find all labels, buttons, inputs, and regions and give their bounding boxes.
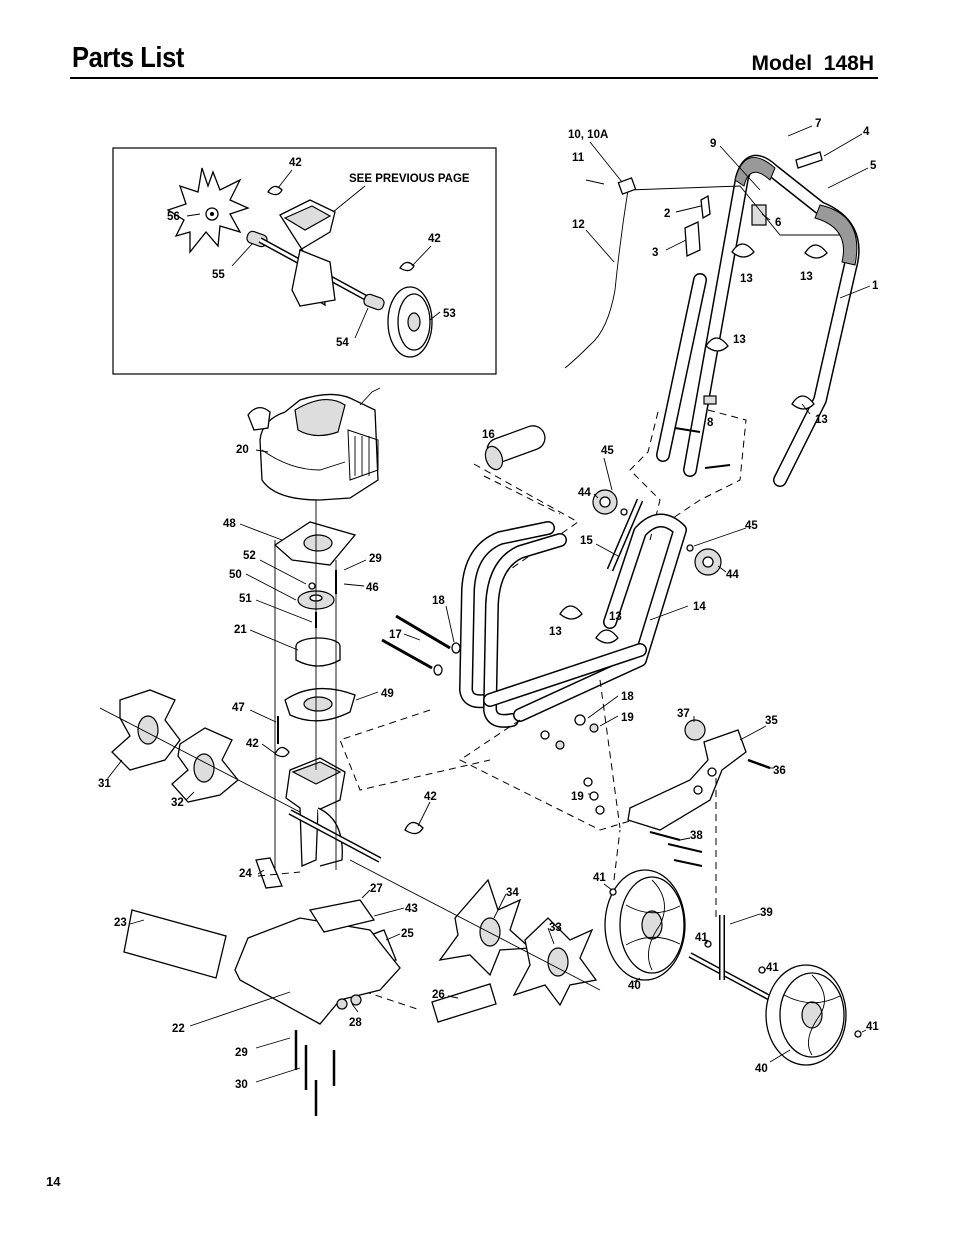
callout-24: 24 — [239, 868, 252, 880]
callout-17: 17 — [389, 629, 402, 641]
inset-callout-55: 55 — [212, 269, 225, 281]
handle-assembly — [564, 125, 871, 541]
callout-31: 31 — [98, 778, 111, 790]
callout-51: 51 — [239, 593, 252, 605]
callout-42-a: 42 — [246, 738, 259, 750]
callout-13-f: 13 — [609, 611, 622, 623]
callout-23: 23 — [114, 917, 127, 929]
callout-28: 28 — [349, 1017, 362, 1029]
callout-13-c: 13 — [733, 334, 746, 346]
callout-30: 30 — [235, 1079, 248, 1091]
callout-13-a: 13 — [740, 273, 753, 285]
callout-35: 35 — [765, 715, 778, 727]
callout-47: 47 — [232, 702, 245, 714]
callout-41-b: 41 — [695, 932, 708, 944]
callout-52: 52 — [243, 550, 256, 562]
inset-callout-42-right: 42 — [428, 233, 441, 245]
inset-box: 42 56 55 42 53 54 SEE PREVIOUS PAGE — [112, 147, 497, 375]
callout-14: 14 — [693, 601, 706, 613]
callout-27: 27 — [370, 883, 383, 895]
callout-8: 8 — [707, 417, 714, 429]
callout-32: 32 — [171, 797, 184, 809]
callout-10-10a: 10, 10A — [568, 129, 608, 141]
callout-46: 46 — [366, 582, 379, 594]
callout-11: 11 — [572, 152, 585, 164]
callout-44-a: 44 — [578, 487, 591, 499]
callout-20: 20 — [236, 444, 249, 456]
callout-15: 15 — [580, 535, 593, 547]
callout-39: 39 — [760, 907, 773, 919]
callout-38: 38 — [690, 830, 703, 842]
callout-16: 16 — [482, 429, 495, 441]
callout-21: 21 — [234, 624, 247, 636]
callout-18-b: 18 — [621, 691, 634, 703]
model-label: Model 148H — [751, 52, 874, 75]
callout-19-a: 19 — [621, 712, 634, 724]
inset-callout-56: 56 — [167, 211, 180, 223]
callout-29-a: 29 — [369, 553, 382, 565]
callout-37: 37 — [677, 708, 690, 720]
callout-48: 48 — [223, 518, 236, 530]
callout-41-a: 41 — [593, 872, 606, 884]
callout-5: 5 — [870, 160, 877, 172]
callout-25: 25 — [401, 928, 414, 940]
callout-49: 49 — [381, 688, 394, 700]
callout-26: 26 — [432, 989, 445, 1001]
callout-4: 4 — [863, 126, 870, 138]
callout-12: 12 — [572, 219, 585, 231]
wheel-assembly — [583, 716, 867, 1066]
callout-34: 34 — [506, 887, 519, 899]
engine-stack — [99, 387, 601, 1116]
callout-45-a: 45 — [601, 445, 614, 457]
callout-labels: 10, 10A 11 12 7 4 9 5 6 2 3 13 13 1 13 1… — [98, 118, 879, 1091]
inset-callout-53: 53 — [443, 308, 456, 320]
inset-note: SEE PREVIOUS PAGE — [349, 173, 470, 185]
page-number: 14 — [46, 1174, 61, 1189]
callout-2: 2 — [664, 208, 670, 220]
callout-13-d: 13 — [815, 414, 828, 426]
callout-40-a: 40 — [628, 980, 641, 992]
callout-41-c: 41 — [766, 962, 779, 974]
callout-6: 6 — [775, 217, 781, 229]
inset-callout-42-top: 42 — [289, 157, 302, 169]
callout-18-a: 18 — [432, 595, 445, 607]
frame-assembly — [339, 425, 747, 831]
callout-1: 1 — [872, 280, 879, 292]
callout-43: 43 — [405, 903, 418, 915]
callout-3: 3 — [652, 247, 658, 259]
callout-36: 36 — [773, 765, 786, 777]
callout-42-b: 42 — [424, 791, 437, 803]
callout-40-b: 40 — [755, 1063, 768, 1075]
callout-9: 9 — [710, 138, 716, 150]
callout-44-b: 44 — [726, 569, 739, 581]
callout-29-b: 29 — [235, 1047, 248, 1059]
callout-45-b: 45 — [745, 520, 758, 532]
callout-22: 22 — [172, 1023, 185, 1035]
callout-41-d: 41 — [866, 1021, 879, 1033]
callout-7: 7 — [815, 118, 821, 130]
callout-13-b: 13 — [800, 271, 813, 283]
callout-19-b: 19 — [571, 791, 584, 803]
page-title: Parts List — [72, 42, 184, 74]
callout-13-e: 13 — [549, 626, 562, 638]
callout-50: 50 — [229, 569, 242, 581]
inset-callout-54: 54 — [336, 337, 349, 349]
title-rule — [70, 77, 878, 79]
callout-33: 33 — [549, 922, 562, 934]
